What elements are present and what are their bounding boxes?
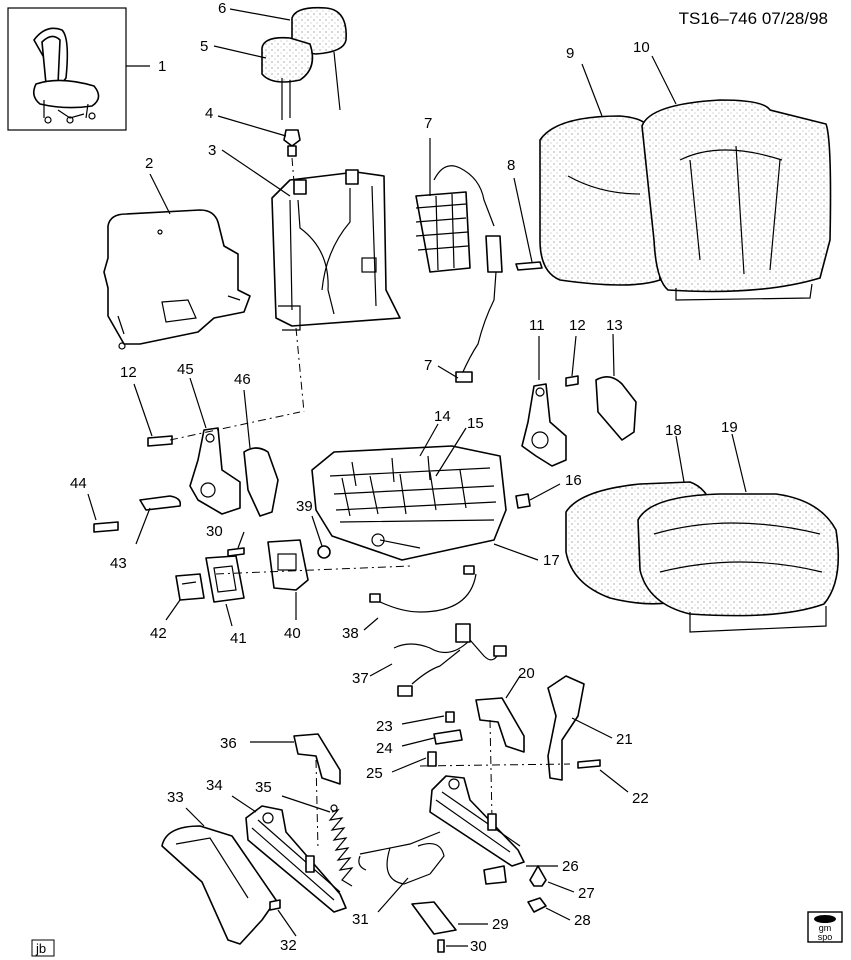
callout-5: 5 — [200, 38, 208, 55]
seat-adjuster-left — [245, 805, 347, 913]
callout-42: 42 — [150, 625, 167, 642]
seatback-panel — [103, 209, 251, 350]
callout-30b: 30 — [206, 523, 223, 540]
callout-31: 31 — [352, 911, 369, 928]
callout-36: 36 — [220, 735, 237, 752]
callout-34: 34 — [206, 777, 223, 794]
callout-44: 44 — [70, 475, 87, 492]
callout-41: 41 — [230, 630, 247, 647]
recliner-hinge-left — [189, 427, 241, 515]
lumbar-support-assembly — [415, 165, 503, 383]
callout-22: 22 — [632, 790, 649, 807]
callout-4: 4 — [205, 105, 213, 122]
callout-17: 17 — [543, 552, 560, 569]
callout-13: 13 — [606, 317, 623, 334]
callout-37: 37 — [352, 670, 369, 687]
callout-27: 27 — [578, 885, 595, 902]
gm-spo-badge: gm spo — [807, 911, 843, 943]
callout-38: 38 — [342, 625, 359, 642]
callout-40: 40 — [284, 625, 301, 642]
callout-2: 2 — [145, 155, 153, 172]
seat-cushion-frame — [311, 445, 507, 561]
author-initials: jb — [35, 941, 46, 956]
recliner-trim-cover — [243, 447, 279, 517]
adjuster-cover-left — [293, 733, 341, 785]
recliner-hinge-right — [521, 383, 567, 467]
badge-line2: spo — [818, 932, 833, 942]
head-restraint — [261, 6, 347, 120]
callout-46: 46 — [234, 371, 251, 388]
callout-15: 15 — [467, 415, 484, 432]
callout-12a: 12 — [569, 317, 586, 334]
adjuster-cover-right — [475, 697, 525, 753]
seatback-frame — [271, 169, 401, 331]
callout-23: 23 — [376, 718, 393, 735]
callout-39: 39 — [296, 498, 313, 515]
guide-clip — [283, 129, 301, 157]
complete-seat-inset — [7, 7, 127, 131]
callout-16: 16 — [565, 472, 582, 489]
callout-35: 35 — [255, 779, 272, 796]
callout-43: 43 — [110, 555, 127, 572]
callout-10: 10 — [633, 39, 650, 56]
callout-labels: 1 2 3 4 5 6 7 7 8 9 10 11 12 12 13 14 15… — [70, 0, 738, 955]
switch-bezel — [205, 555, 245, 603]
seatback-cushion-trim — [539, 99, 832, 301]
adjuster-outer-cover — [161, 825, 277, 945]
callout-12b: 12 — [120, 364, 137, 381]
callout-3: 3 — [208, 142, 216, 159]
adjuster-spring — [328, 804, 354, 887]
callout-18: 18 — [665, 422, 682, 439]
recliner-cover — [595, 376, 637, 441]
callout-21: 21 — [616, 731, 633, 748]
wiring-harness — [369, 565, 507, 697]
callout-7a: 7 — [424, 115, 432, 132]
callout-7b: 7 — [424, 357, 432, 374]
callout-8: 8 — [507, 157, 515, 174]
callout-24: 24 — [376, 740, 393, 757]
callout-11: 11 — [529, 317, 545, 334]
callout-1: 1 — [158, 58, 166, 75]
callout-45: 45 — [177, 361, 194, 378]
callout-32: 32 — [280, 937, 297, 954]
callout-20: 20 — [518, 665, 535, 682]
callout-14: 14 — [434, 408, 451, 425]
callout-28: 28 — [574, 912, 591, 929]
callout-30a: 30 — [470, 938, 487, 955]
author-initials-box: jb — [31, 939, 55, 957]
callout-26: 26 — [562, 858, 579, 875]
callout-33: 33 — [167, 789, 184, 806]
callout-6: 6 — [218, 0, 226, 17]
seat-cushion-trim — [565, 481, 840, 633]
seat-adjuster-switch — [175, 573, 205, 601]
badge-line1: gm — [819, 923, 832, 933]
callout-19: 19 — [721, 419, 738, 436]
adjuster-shield — [547, 675, 585, 781]
seat-adjuster-right — [429, 775, 525, 885]
callout-25: 25 — [366, 765, 383, 782]
adjuster-release-handle — [358, 831, 445, 885]
switch-bracket — [267, 539, 309, 591]
callout-9: 9 — [566, 45, 574, 62]
diagram-id-label: TS16–746 07/28/98 — [679, 9, 828, 28]
callout-29: 29 — [492, 916, 509, 933]
